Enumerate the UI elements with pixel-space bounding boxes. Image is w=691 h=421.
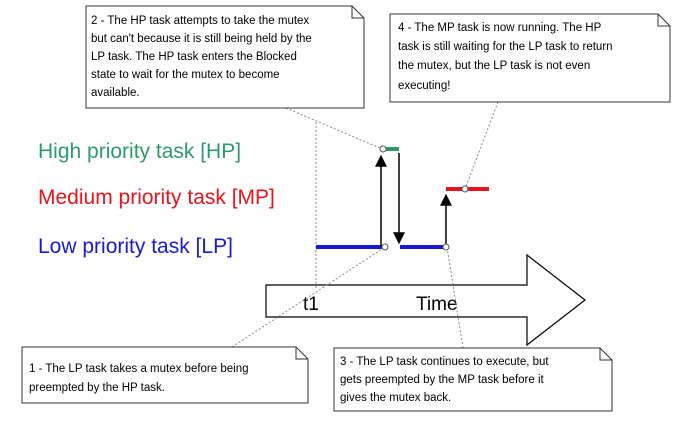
note4-line-1: 4 - The MP task is now running. The HP [398,22,602,34]
note3-line-2: gets preempted by the MP task before it [340,374,545,386]
note4-line-3: the mutex, but the LP task is not even [398,60,590,72]
leader-note2 [285,107,383,150]
leader-note1 [231,246,386,348]
callout-leaders [231,101,499,349]
t1-label: t1 [303,294,319,315]
label-low-priority: Low priority task [LP] [38,235,233,258]
leader-note3 [446,246,464,349]
note2-line-5: available. [91,87,140,99]
label-high-priority: High priority task [HP] [38,140,241,163]
point-hp-attempt [379,145,387,153]
note1-line-1: 1 - The LP task takes a mutex before bei… [29,363,248,375]
note2-line-4: state to wait for the mutex to become [91,69,280,81]
note2-line-2: but can't because it is still being held… [91,33,312,45]
point-mp-running [461,185,469,193]
note2-line-1: 2 - The HP task attempts to take the mut… [91,15,309,27]
point-lp-preempt [442,243,450,251]
note3-line-3: gives the mutex back. [340,392,451,404]
note4-line-4: executing! [398,80,450,92]
time-arrow: t1 Time [265,253,586,347]
note1-line-2: preempted by the HP task. [29,382,165,394]
leader-note4 [464,101,499,190]
callout-note-3: 3 - The LP task continues to execute, bu… [333,347,613,412]
note2-line-3: LP task. The HP task enters the Blocked [91,51,297,63]
note3-line-1: 3 - The LP task continues to execute, bu… [340,356,549,368]
note4-line-2: task is still waiting for the LP task to… [398,41,613,53]
label-medium-priority: Medium priority task [MP] [38,186,275,209]
callout-note-1: 1 - The LP task takes a mutex before bei… [21,346,309,404]
time-label: Time [416,294,458,315]
point-lp-take [381,243,389,251]
callout-note-2: 2 - The HP task attempts to take the mut… [85,5,365,109]
callout-note-4: 4 - The MP task is now running. The HP t… [389,13,671,103]
